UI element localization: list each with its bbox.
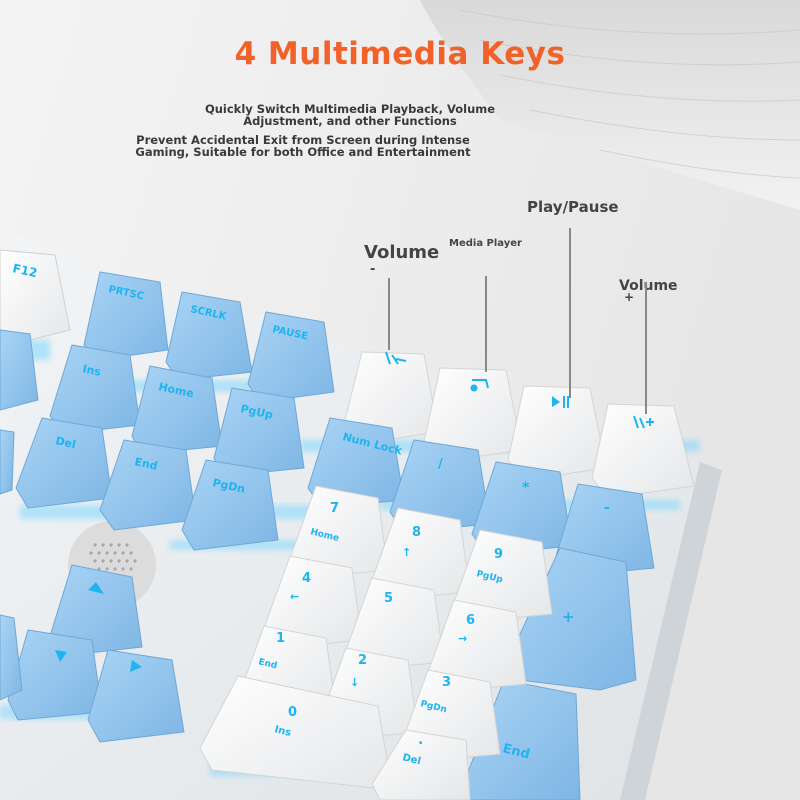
key-2-label: 2 (358, 653, 367, 668)
key-2-sublabel: ↓ (350, 676, 359, 689)
volume-down-icon (385, 351, 407, 365)
key-5-label: 5 (384, 591, 393, 606)
key-3-label: 3 (442, 675, 451, 690)
key-pgdn[interactable]: PgDn (181, 459, 279, 551)
key-9-label: 9 (494, 547, 503, 562)
key-ins-label: Ins (81, 362, 102, 379)
key-enter-label: End (501, 741, 531, 762)
key-media-player[interactable] (423, 367, 523, 463)
key-numpad-7[interactable]: 7 Home (289, 485, 389, 579)
key-volume-up[interactable] (591, 403, 695, 499)
key-6-sublabel: → (458, 632, 467, 645)
key-0-sublabel: Ins (273, 724, 292, 739)
music-note-icon (470, 379, 489, 392)
key-ins[interactable]: Ins (49, 344, 141, 435)
key-volume-down[interactable] (343, 351, 439, 445)
arrow-up-icon (88, 582, 104, 594)
key-home[interactable]: Home (131, 365, 223, 455)
key-pause[interactable]: PAUSE (247, 311, 335, 403)
key-8-sublabel: ↑ (402, 546, 411, 559)
key-8-label: 8 (412, 525, 421, 540)
key-1-sublabel: End (257, 657, 278, 671)
key-arrow-right[interactable] (87, 649, 185, 743)
key-4-sublabel: ← (290, 590, 299, 603)
arrow-down-icon (55, 650, 67, 662)
key-f12[interactable]: F12 (0, 249, 71, 346)
key-del-label: Del (54, 434, 77, 451)
key-0-label: 0 (288, 705, 297, 720)
key-slash-label: / (438, 457, 443, 472)
key-end[interactable]: End (99, 439, 197, 531)
key-f12-label: F12 (11, 261, 38, 280)
key-minus-label: - (604, 500, 610, 516)
key-play-pause[interactable] (507, 385, 607, 481)
key-dot-sublabel: Del (401, 752, 422, 767)
key-6-label: 6 (466, 613, 475, 628)
key-scrlk[interactable]: SCRLK (165, 291, 253, 381)
play-pause-icon (552, 396, 569, 408)
key-end-label: End (133, 455, 158, 473)
arrow-right-icon (130, 660, 142, 672)
key-numpad-dot[interactable]: . Del (371, 729, 471, 800)
key-1-label: 1 (276, 631, 285, 646)
volume-up-icon (633, 415, 654, 429)
key-del[interactable]: Del (15, 417, 113, 509)
key-asterisk-label: * (522, 480, 530, 496)
key-prtsc[interactable]: PRTSC (83, 271, 169, 361)
key-4-label: 4 (302, 571, 311, 586)
key-plus-label: + (562, 608, 575, 626)
key-arrow-up[interactable] (49, 564, 143, 657)
key-pgup[interactable]: PgUp (213, 387, 305, 477)
key-dot-label: . (418, 732, 423, 748)
key-7-label: 7 (330, 501, 339, 516)
key-numpad-0[interactable]: 0 Ins (199, 675, 393, 791)
